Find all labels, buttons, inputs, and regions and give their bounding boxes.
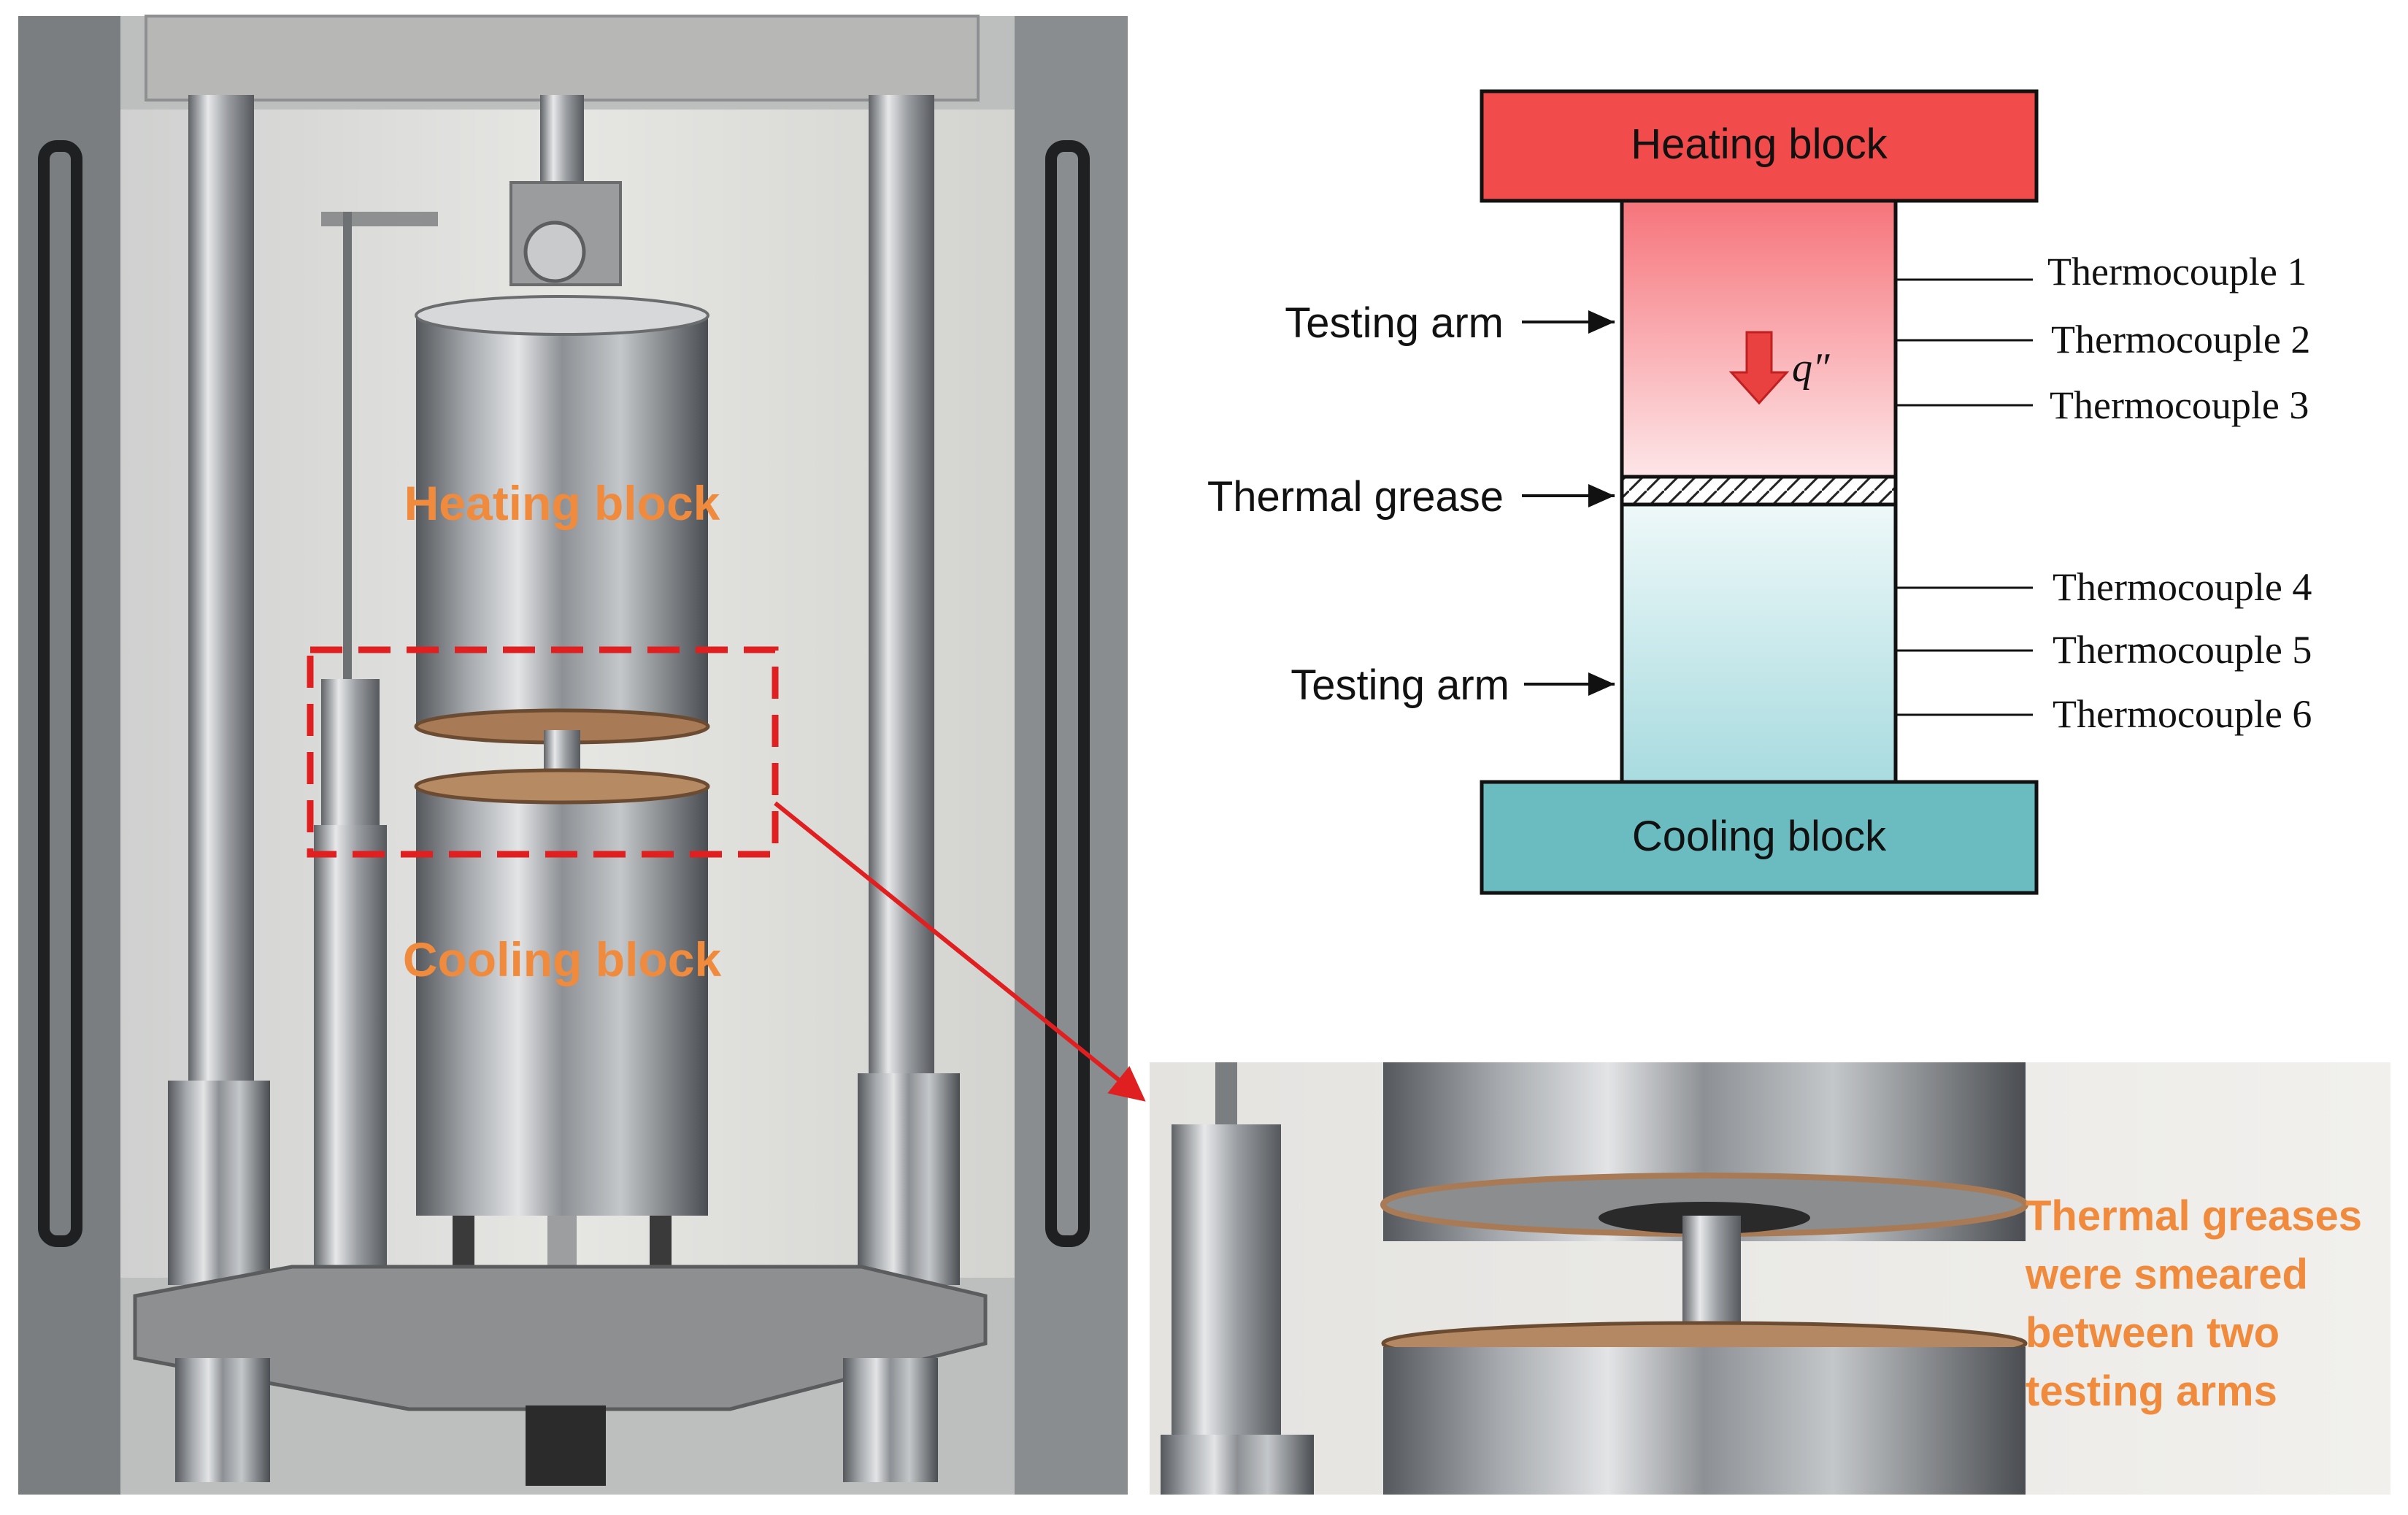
thermocouple-6-label: Thermocouple 6 xyxy=(2053,692,2312,736)
thermocouple-1-label: Thermocouple 1 xyxy=(2047,250,2307,294)
heating-block-box xyxy=(1480,89,2039,203)
thermocouple-5-label: Thermocouple 5 xyxy=(2053,628,2312,672)
thermal-grease-label: Thermal grease xyxy=(1207,473,1504,521)
photo-heating-label: Heating block xyxy=(404,476,720,530)
left-column xyxy=(188,95,254,1110)
inset-note-line-3: between two xyxy=(2026,1309,2280,1357)
schematic: Heating block Cooling block q″ Testing a… xyxy=(1207,89,2312,895)
top-plate xyxy=(145,15,980,101)
thermocouple-3-label: Thermocouple 3 xyxy=(2050,383,2309,427)
right-door-frame xyxy=(1015,16,1128,1495)
left-door-frame xyxy=(18,16,120,1495)
thermocouple-4-label: Thermocouple 4 xyxy=(2053,565,2312,609)
heat-flux-arrow-icon xyxy=(1728,331,1790,405)
cooling-block-label: Cooling block xyxy=(1632,813,1887,860)
inset-sensor-rod xyxy=(1172,1124,1281,1438)
inset-note-line-4: testing arms xyxy=(2026,1368,2277,1415)
inset-note: Thermal greases were smeared between two… xyxy=(2025,1192,2374,1415)
inset-note-line-1: Thermal greases xyxy=(2026,1192,2362,1240)
thermal-grease-layer xyxy=(1620,475,1898,507)
highlight-box xyxy=(307,646,779,858)
cooling-block-box xyxy=(1480,780,2039,895)
callout-arrow xyxy=(774,801,1146,1102)
lower-testing-arm xyxy=(1620,502,1898,784)
testing-arm-upper-label: Testing arm xyxy=(1285,299,1504,347)
heating-block-label: Heating block xyxy=(1631,120,1888,168)
sensor-sleeve xyxy=(321,679,380,840)
thermocouple-2-label: Thermocouple 2 xyxy=(2051,318,2310,361)
heating-cylinder xyxy=(416,314,708,726)
right-column xyxy=(869,95,934,1110)
heat-flux-label: q″ xyxy=(1792,345,1830,391)
photo-cooling-label: Cooling block xyxy=(403,932,722,986)
cooling-cylinder xyxy=(416,785,708,1216)
inset-photo xyxy=(1150,1062,2390,1495)
inset-lower-cylinder xyxy=(1383,1347,2026,1495)
inset-note-line-2: were smeared xyxy=(2025,1251,2308,1298)
apparatus-photo xyxy=(18,15,1128,1495)
testing-arm-lower-label: Testing arm xyxy=(1290,661,1509,709)
